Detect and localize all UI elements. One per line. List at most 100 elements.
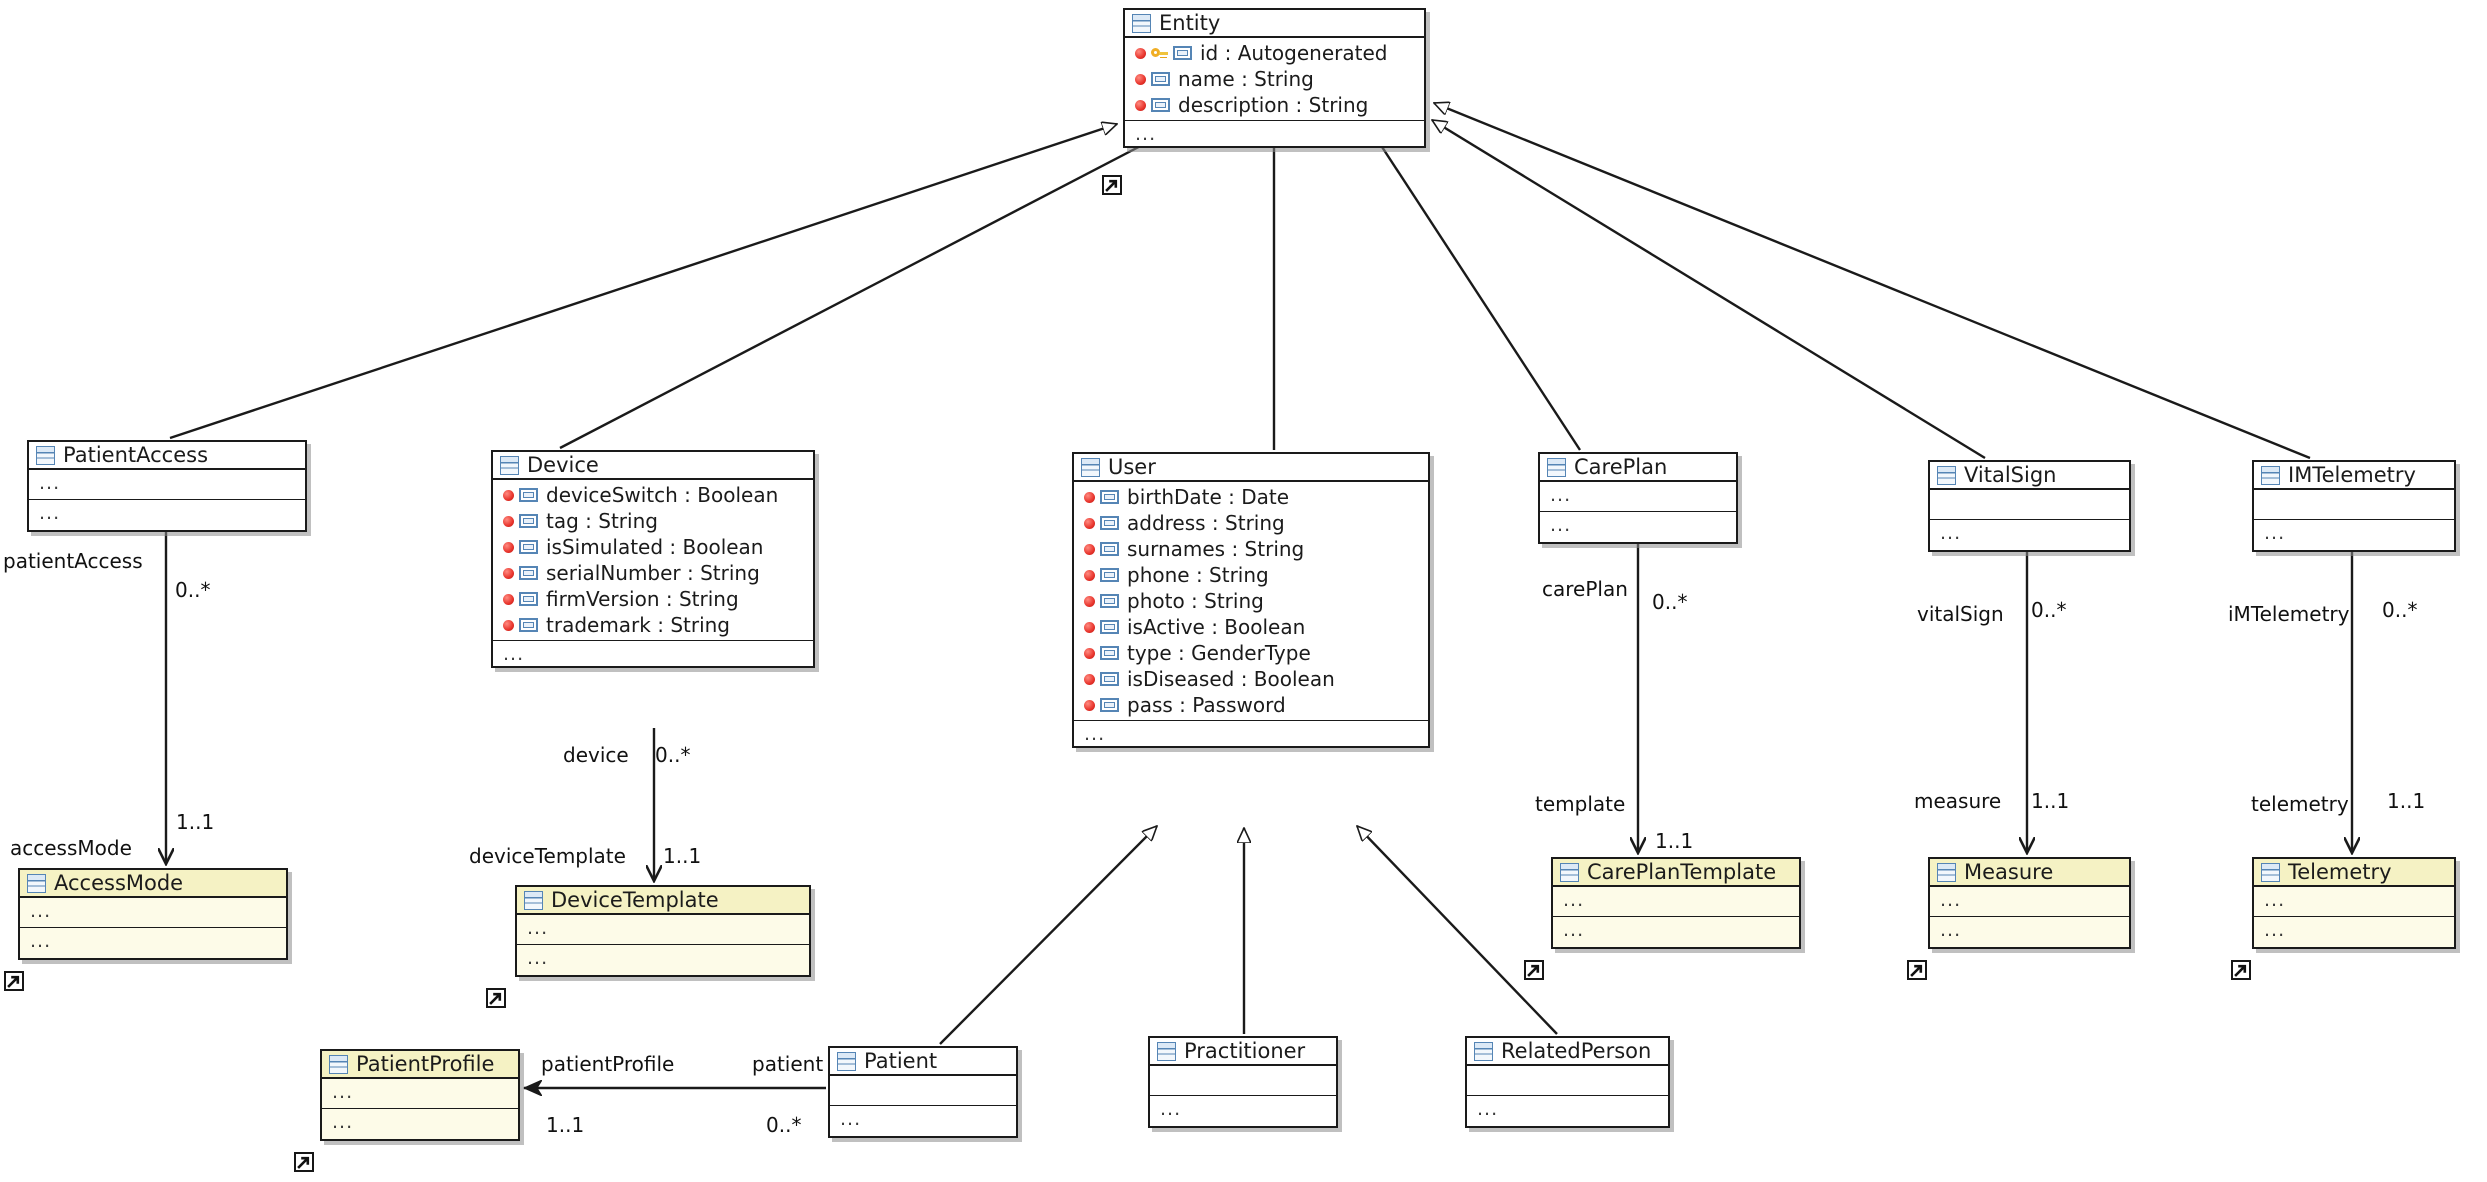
ellipsis-label: ... <box>39 502 61 524</box>
class-name-label: IMTelemetry <box>2288 462 2416 487</box>
attribute-row[interactable]: phone : String <box>1084 562 1422 588</box>
class-header-access-mode: AccessMode <box>20 870 286 898</box>
attribute-icon <box>519 592 538 606</box>
class-box-telemetry[interactable]: Telemetry...... <box>2252 857 2456 949</box>
class-icon <box>1560 862 1579 882</box>
class-box-care-plan-template[interactable]: CarePlanTemplate...... <box>1551 857 1801 949</box>
ellipsis-label: ... <box>1160 1098 1182 1120</box>
attribute-row[interactable]: deviceSwitch : Boolean <box>503 482 807 508</box>
class-name-label: CarePlan <box>1574 454 1668 479</box>
operations-compartment-user: ... <box>1074 721 1428 746</box>
attribute-label: pass : Password <box>1127 693 1286 717</box>
compartment-measure-1: ... <box>1930 917 2129 947</box>
compartment-telemetry-0: ... <box>2254 887 2454 917</box>
private-dot-icon <box>1084 569 1095 581</box>
class-icon <box>1937 465 1956 485</box>
attribute-row[interactable]: trademark : String <box>503 612 807 638</box>
ellipsis-label: ... <box>2264 889 2286 911</box>
external-link-icon[interactable] <box>1524 960 1544 980</box>
lbl-template: template <box>1535 792 1626 816</box>
compartment-patient-profile-0: ... <box>322 1079 518 1109</box>
class-box-device-template[interactable]: DeviceTemplate...... <box>515 885 811 977</box>
ellipsis-label: ... <box>2264 919 2286 941</box>
attribute-row[interactable]: isSimulated : Boolean <box>503 534 807 560</box>
lbl-patientaccess-m: 0..* <box>175 578 211 602</box>
ellipsis-label: ... <box>332 1081 354 1103</box>
external-link-icon[interactable] <box>486 988 506 1008</box>
lbl-devicetemplate: deviceTemplate <box>469 844 626 868</box>
class-box-patient-access[interactable]: PatientAccess...... <box>27 440 307 532</box>
class-name-label: Telemetry <box>2288 859 2392 884</box>
class-box-patient[interactable]: Patient... <box>828 1046 1018 1138</box>
lbl-careplan: carePlan <box>1542 577 1628 601</box>
external-link-icon[interactable] <box>1907 960 1927 980</box>
lbl-device-m: 0..* <box>655 743 691 767</box>
class-icon <box>36 445 55 465</box>
attribute-row[interactable]: address : String <box>1084 510 1422 536</box>
external-link-icon[interactable] <box>294 1152 314 1172</box>
attribute-row[interactable]: isActive : Boolean <box>1084 614 1422 640</box>
lbl-patient-m: 0..* <box>766 1113 802 1137</box>
private-dot-icon <box>1135 99 1146 111</box>
ellipsis-label: ... <box>30 900 52 922</box>
ellipsis-label: ... <box>1563 889 1585 911</box>
compartment-patient-profile-1: ... <box>322 1109 518 1139</box>
attribute-icon <box>1100 646 1119 660</box>
attribute-icon <box>1100 672 1119 686</box>
attribute-label: name : String <box>1178 67 1314 91</box>
class-header-device: Device <box>493 452 813 480</box>
attribute-row[interactable]: firmVersion : String <box>503 586 807 612</box>
compartment-related-person-1: ... <box>1467 1096 1668 1126</box>
lbl-accessmode-m: 1..1 <box>176 810 215 834</box>
class-box-access-mode[interactable]: AccessMode...... <box>18 868 288 960</box>
attribute-label: isDiseased : Boolean <box>1127 667 1335 691</box>
class-box-vital-sign[interactable]: VitalSign... <box>1928 460 2131 552</box>
class-box-im-telemetry[interactable]: IMTelemetry... <box>2252 460 2456 552</box>
external-link-icon[interactable] <box>4 971 24 991</box>
class-box-measure[interactable]: Measure...... <box>1928 857 2131 949</box>
lbl-patientprofile: patientProfile <box>541 1052 675 1076</box>
attribute-row[interactable]: serialNumber : String <box>503 560 807 586</box>
attribute-row[interactable]: description : String <box>1135 92 1418 118</box>
attribute-row[interactable]: type : GenderType <box>1084 640 1422 666</box>
attribute-row[interactable]: photo : String <box>1084 588 1422 614</box>
ellipsis-label: ... <box>840 1108 862 1130</box>
class-box-related-person[interactable]: RelatedPerson... <box>1465 1036 1670 1128</box>
ellipsis-label: ... <box>1940 919 1962 941</box>
class-header-care-plan-template: CarePlanTemplate <box>1553 859 1799 887</box>
attribute-row[interactable]: tag : String <box>503 508 807 534</box>
ellipsis-label: ... <box>503 643 525 665</box>
class-box-practitioner[interactable]: Practitioner... <box>1148 1036 1338 1128</box>
class-header-care-plan: CarePlan <box>1540 454 1736 482</box>
attribute-row[interactable]: id : Autogenerated <box>1135 40 1418 66</box>
ellipsis-label: ... <box>1477 1098 1499 1120</box>
attribute-label: surnames : String <box>1127 537 1305 561</box>
attribute-row[interactable]: birthDate : Date <box>1084 484 1422 510</box>
attribute-row[interactable]: pass : Password <box>1084 692 1422 718</box>
lbl-accessmode: accessMode <box>10 836 132 860</box>
attribute-row[interactable]: surnames : String <box>1084 536 1422 562</box>
class-box-patient-profile[interactable]: PatientProfile...... <box>320 1049 520 1141</box>
attribute-label: id : Autogenerated <box>1200 41 1388 65</box>
attribute-row[interactable]: isDiseased : Boolean <box>1084 666 1422 692</box>
private-dot-icon <box>1084 517 1095 529</box>
class-icon <box>1081 457 1100 477</box>
class-header-user: User <box>1074 454 1428 482</box>
attribute-label: photo : String <box>1127 589 1264 613</box>
private-dot-icon <box>503 515 514 527</box>
external-link-icon[interactable] <box>1102 175 1122 195</box>
lbl-measure-m: 1..1 <box>2031 789 2070 813</box>
gen-device-entity <box>559 125 1177 450</box>
operations-compartment-entity: ... <box>1125 121 1424 146</box>
attribute-icon <box>519 566 538 580</box>
private-dot-icon <box>1135 47 1146 59</box>
class-box-care-plan[interactable]: CarePlan...... <box>1538 452 1738 544</box>
external-link-icon[interactable] <box>2231 960 2251 980</box>
private-dot-icon <box>503 593 514 605</box>
attribute-row[interactable]: name : String <box>1135 66 1418 92</box>
ellipsis-label: ... <box>332 1111 354 1133</box>
